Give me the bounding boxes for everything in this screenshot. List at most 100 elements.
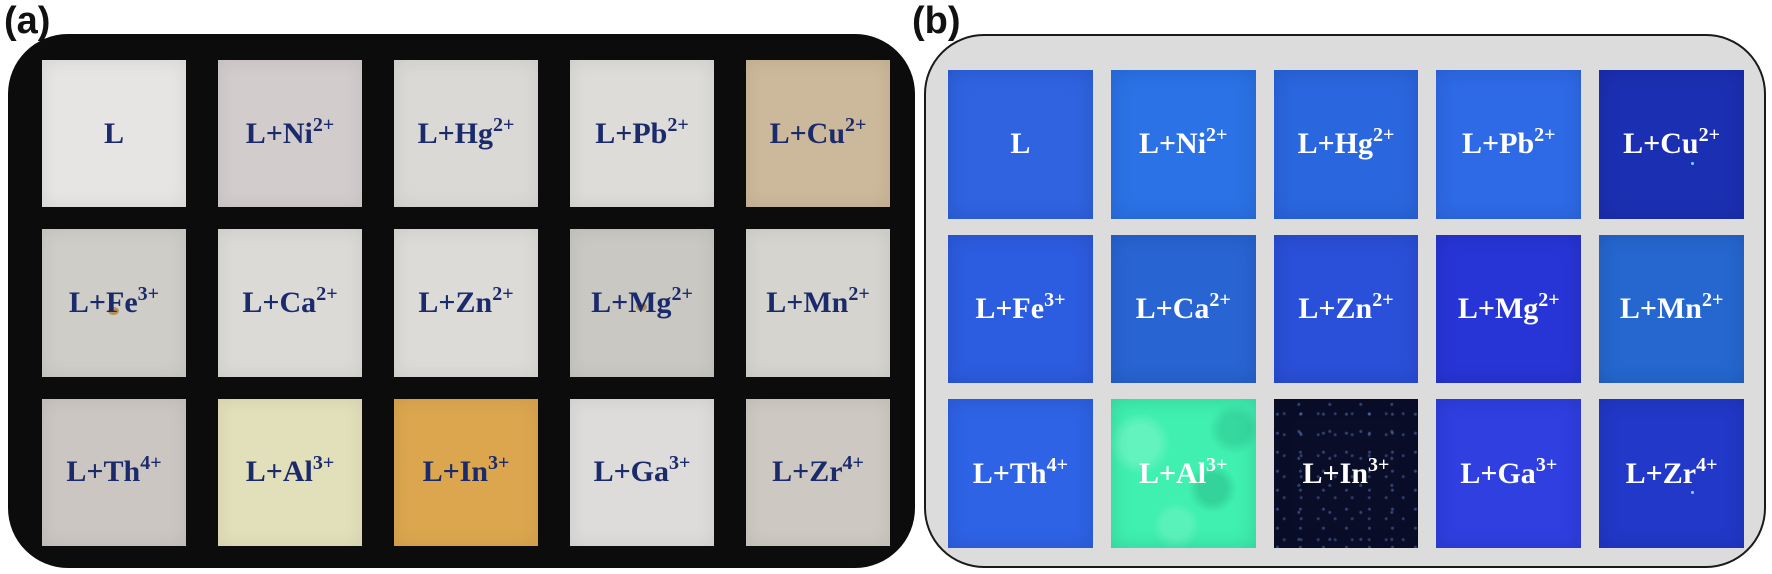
tile-label: L: [104, 117, 124, 151]
test-strip-tile: L+Mg2+: [570, 229, 714, 377]
metal-ion-symbol: Ca: [279, 285, 317, 319]
metal-ion-symbol: Mn: [803, 285, 849, 319]
ligand-prefix: L+: [242, 285, 280, 319]
test-strip-tile: L+Hg2+: [1273, 70, 1419, 219]
metal-ion-symbol: Mg: [1494, 291, 1539, 325]
ligand-prefix: L+: [245, 455, 283, 489]
ligand-prefix: L+: [1138, 456, 1177, 490]
metal-ion-symbol: Ga: [1497, 456, 1536, 490]
ligand-prefix: L+: [1297, 127, 1335, 161]
stain-spot: [636, 303, 647, 312]
metal-ion-symbol: In: [459, 455, 489, 489]
ligand-prefix: L+: [417, 116, 455, 150]
test-strip-tile: L+Fe3+: [948, 234, 1093, 384]
tile-label: L+Cu2+: [769, 115, 867, 151]
metal-ion-symbol: Hg: [1334, 127, 1374, 161]
metal-ion-symbol: Al: [1176, 456, 1207, 490]
ligand-prefix: L+: [245, 116, 283, 150]
test-strip-tile: L+Zr4+: [746, 398, 890, 546]
metal-ion-symbol: Cu: [806, 116, 846, 150]
test-strip-tile: L+Mn2+: [746, 229, 890, 377]
ion-charge: 2+: [493, 113, 515, 136]
ion-charge: 3+: [1368, 453, 1390, 476]
metal-ion-symbol: Cu: [1660, 127, 1699, 161]
ion-charge: 2+: [1373, 124, 1395, 147]
tile-label: L+Fe3+: [69, 282, 160, 320]
metal-ion-symbol: Pb: [632, 116, 668, 150]
metal-ion-symbol: Mn: [1656, 291, 1702, 325]
metal-ion-symbol: Zr: [809, 455, 843, 489]
test-strip-tile: L+Zr4+: [1599, 399, 1744, 548]
ion-charge: 3+: [488, 452, 510, 475]
ligand-prefix: L+: [1619, 291, 1657, 325]
ion-charge: 4+: [842, 452, 864, 475]
test-strip-tile: L+Zn2+: [394, 229, 538, 377]
tile-label: L+Ga3+: [593, 453, 691, 489]
test-strip-tile: L+Pb2+: [1436, 70, 1582, 219]
ion-charge: 3+: [312, 452, 335, 475]
test-strip-tile: L+Cu2+: [1599, 70, 1744, 219]
ligand-prefix: L+: [595, 116, 633, 150]
panel-a-label: (a): [4, 0, 51, 42]
test-strip-tile: L+Ni2+: [218, 60, 362, 208]
ion-charge: 3+: [137, 282, 160, 305]
metal-ion-symbol: Ni: [282, 116, 313, 150]
ion-charge: 2+: [312, 113, 335, 136]
ion-charge: 2+: [667, 113, 689, 136]
tile-label: L+Ni2+: [245, 113, 335, 151]
metal-ion-symbol: Ni: [1176, 127, 1207, 161]
ligand-label: L: [1010, 127, 1031, 161]
tile-label: L+Pb2+: [595, 113, 689, 151]
test-strip-tile: L+Pb2+: [570, 60, 714, 208]
test-strip-tile: L+Ga3+: [1436, 399, 1582, 548]
test-strip-tile: L+Ca2+: [218, 229, 362, 377]
ligand-prefix: L+: [593, 455, 631, 489]
ligand-prefix: L+: [1138, 127, 1177, 161]
tile-label: L+In3+: [1303, 453, 1390, 491]
test-strip-tile: L+Al3+: [1110, 399, 1256, 548]
ligand-prefix: L+: [772, 455, 810, 489]
ligand-prefix: L+: [66, 455, 104, 489]
test-strip-tile: L+Ca2+: [1110, 234, 1256, 384]
tile-label: L+Hg2+: [1297, 124, 1395, 161]
ligand-prefix: L+: [766, 285, 804, 319]
ion-charge: 2+: [1206, 124, 1228, 147]
ion-charge: 2+: [1538, 288, 1560, 311]
test-strip-tile: L: [42, 60, 186, 208]
ion-charge: 3+: [1206, 453, 1228, 476]
ligand-prefix: L+: [769, 116, 807, 150]
metal-ion-symbol: Ca: [1172, 291, 1210, 325]
tile-label: L+Th4+: [972, 453, 1068, 491]
ligand-prefix: L+: [1623, 127, 1661, 161]
ion-charge: 2+: [1534, 124, 1556, 147]
test-strip-tile: L+Ni2+: [1110, 70, 1256, 219]
test-strip-tile: L+Hg2+: [394, 60, 538, 208]
ligand-label: L: [103, 116, 124, 150]
ion-charge: 4+: [1046, 453, 1068, 476]
ligand-prefix: L+: [972, 456, 1010, 490]
ion-charge: 2+: [1209, 288, 1231, 311]
ligand-prefix: L+: [975, 291, 1013, 325]
tile-label: L+Mn2+: [1619, 288, 1724, 326]
ion-charge: 3+: [1044, 288, 1066, 311]
test-strip-tile: L+In3+: [1273, 399, 1419, 548]
test-strip-tile: L+Mg2+: [1436, 234, 1582, 384]
tile-label: L: [1010, 127, 1030, 161]
ion-charge: 2+: [316, 282, 338, 305]
ion-charge: 2+: [848, 282, 870, 305]
ligand-prefix: L+: [1457, 291, 1495, 325]
test-strip-tile: L+Fe3+: [42, 229, 186, 377]
stain-spot: [108, 307, 119, 316]
bright-speck: [1691, 491, 1695, 495]
ligand-prefix: L+: [1298, 291, 1336, 325]
tile-label: L+Cu2+: [1623, 125, 1720, 161]
ligand-prefix: L+: [1625, 456, 1663, 490]
tile-label: L+Ca2+: [1136, 288, 1231, 326]
metal-ion-symbol: Pb: [1499, 127, 1535, 161]
bright-speck: [1691, 162, 1695, 165]
ion-charge: 2+: [1701, 288, 1724, 311]
tile-label: L+Mg2+: [591, 284, 693, 320]
